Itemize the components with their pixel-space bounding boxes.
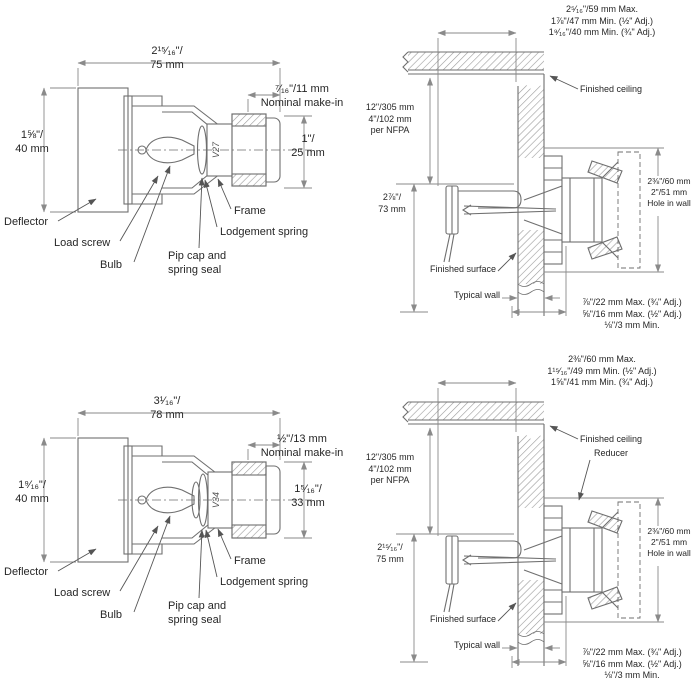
- deflector-label: Deflector: [4, 566, 49, 578]
- annotation-leader-lines: [497, 75, 579, 272]
- bulb-label: Bulb: [100, 609, 123, 621]
- typical-wall-label: Typical wall: [453, 640, 500, 650]
- load-screw-label: Load screw: [54, 587, 111, 599]
- pip-cap-label: Pip cap and spring seal: [168, 250, 227, 277]
- sprinkler-assembly-lines: [443, 151, 641, 269]
- lodgement-spring-label: Lodgement spring: [220, 226, 309, 238]
- finished-surface-label: Finished surface: [429, 264, 496, 274]
- part-leader-lines: [57, 165, 232, 263]
- sprinkler-b-marking: V34: [211, 492, 221, 508]
- installation-b-drawing: [396, 380, 664, 668]
- part-leader-lines: [57, 515, 232, 613]
- bulb-label: Bulb: [100, 259, 123, 271]
- sprinkler-a-marking: V27: [211, 141, 221, 158]
- dimension-lines: [41, 60, 312, 213]
- deflector-height-dimension: 1⅝"/ 40 mm: [15, 129, 49, 156]
- nfpa-distance-dimension: 12"/305 mm 4"/102 mm per NFPA: [365, 102, 415, 136]
- frame-label: Frame: [234, 205, 266, 217]
- hole-in-wall-dimension: 2⅜"/60 mm 2"/51 mm Hole in wall: [647, 526, 691, 558]
- overall-width-dimension: 2¹⁵⁄₁₆"/ 75 mm: [150, 45, 184, 72]
- dimension-lines: [396, 30, 664, 318]
- nominal-make-in-dimension: ½"/13 mm Nominal make-in: [260, 433, 344, 460]
- frame-label: Frame: [234, 555, 266, 567]
- load-screw-label: Load screw: [54, 237, 111, 249]
- reducer-label: Reducer: [594, 448, 629, 458]
- sprinkler-body-lines: [77, 437, 312, 563]
- finished-surface-label: Finished surface: [429, 614, 496, 624]
- dimension-lines: [41, 410, 312, 563]
- lodgement-spring-label: Lodgement spring: [220, 576, 309, 588]
- finished-ceiling-label: Finished ceiling: [580, 434, 643, 444]
- installation-b-diagram: 2⅜"/60 mm Max. 1¹⁵⁄₁₆"/49 mm Min. (½" Ad…: [350, 350, 700, 700]
- thread-size-dimension: 1⁵⁄₁₆"/ 33 mm: [291, 483, 325, 510]
- dimension-lines: [396, 380, 664, 668]
- finished-ceiling-label: Finished ceiling: [580, 84, 643, 94]
- wall-adjustment-dimensions: ⅞"/22 mm Max. (¾" Adj.) ⅝"/16 mm Max. (½…: [582, 647, 682, 681]
- wall-ceiling-lines: [402, 401, 545, 666]
- nominal-make-in-dimension: ⁷⁄₁₆"/11 mm Nominal make-in: [260, 83, 344, 110]
- sprinkler-body-lines: [77, 87, 312, 213]
- max-min-projection-dimensions: 2⁵⁄₁₆"/59 mm Max. 1⅞"/47 mm Min. (½" Adj…: [548, 4, 656, 38]
- overall-width-dimension: 3¹⁄₁₆"/ 78 mm: [150, 395, 184, 422]
- installation-a-drawing: [396, 30, 664, 318]
- drop-dimension: 2⅞"/ 73 mm: [378, 192, 406, 214]
- sprinkler-a-parts-diagram: V27 2¹⁵⁄₁₆: [0, 0, 350, 350]
- pip-cap-label: Pip cap and spring seal: [168, 600, 227, 627]
- sprinkler-b-side-view-drawing: V34: [41, 410, 312, 613]
- typical-wall-label: Typical wall: [453, 290, 500, 300]
- wall-ceiling-lines: [402, 51, 545, 316]
- wall-adjustment-dimensions: ⅞"/22 mm Max. (¾" Adj.) ⅝"/16 mm Max. (½…: [582, 297, 682, 331]
- sprinkler-b-parts-diagram: V34 3¹⁄₁₆": [0, 350, 350, 700]
- annotation-leader-lines: [497, 425, 591, 622]
- deflector-label: Deflector: [4, 216, 49, 228]
- max-min-projection-dimensions: 2⅜"/60 mm Max. 1¹⁵⁄₁₆"/49 mm Min. (½" Ad…: [547, 354, 657, 388]
- installation-a-diagram: 2⁵⁄₁₆"/59 mm Max. 1⅞"/47 mm Min. (½" Adj…: [350, 0, 700, 350]
- sprinkler-a-side-view-drawing: V27: [41, 60, 312, 263]
- thread-size-dimension: 1"/ 25 mm: [291, 133, 325, 160]
- nfpa-distance-dimension: 12"/305 mm 4"/102 mm per NFPA: [365, 452, 415, 486]
- drop-dimension: 2¹⁵⁄₁₆"/ 75 mm: [376, 542, 404, 564]
- sprinkler-assembly-lines: [443, 501, 641, 619]
- deflector-height-dimension: 1⁹⁄₁₆"/ 40 mm: [15, 479, 49, 506]
- hole-in-wall-dimension: 2⅜"/60 mm 2"/51 mm Hole in wall: [647, 176, 691, 208]
